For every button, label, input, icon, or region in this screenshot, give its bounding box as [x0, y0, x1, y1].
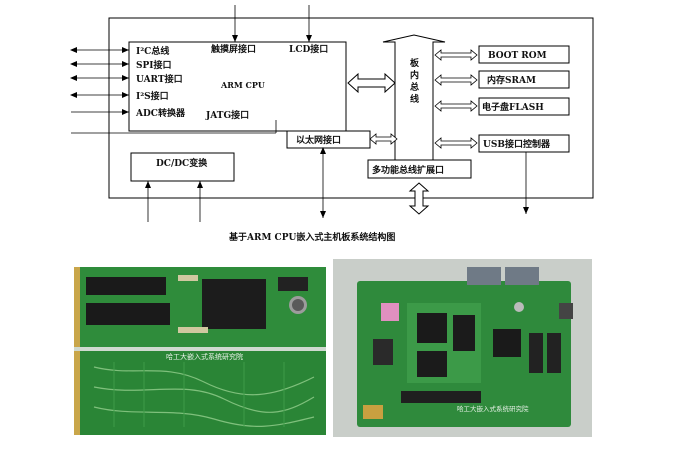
flash-box	[478, 97, 570, 116]
usb-double-arrow	[434, 137, 478, 149]
expansion-double-arrow	[408, 182, 430, 215]
ethernet-bus-arrow	[369, 133, 398, 145]
lcd-label: LCD接口	[289, 43, 328, 55]
dev-board-photo: 哈工大嵌入式系统研究院	[333, 259, 592, 437]
sram-label: 内存SRAM	[487, 74, 536, 86]
ethernet-label: 以太网接口	[296, 134, 341, 146]
bus-char-2: 内	[410, 69, 419, 81]
cpu-bus-double-arrow	[347, 72, 396, 94]
right-board-text: 哈工大嵌入式系统研究院	[457, 404, 529, 413]
port-uart-label: UART接口	[136, 73, 183, 85]
port-spi-label: SPI接口	[136, 59, 171, 71]
usb-label: USB接口控制器	[483, 138, 551, 150]
bus-expansion-box	[367, 159, 472, 179]
left-board-text: 哈工大嵌入式系统研究院	[166, 352, 243, 361]
bus-char-1: 板	[410, 57, 420, 69]
bus-char-4: 线	[410, 93, 419, 105]
port-adc-label: ADC转换器	[135, 107, 186, 119]
usb-box	[478, 134, 570, 153]
sram-box	[478, 70, 570, 89]
dcdc-box	[130, 152, 235, 182]
port-i2s-label: I²S接口	[136, 90, 169, 102]
port-i2c-label: I²C总线	[136, 45, 169, 57]
mainboard-frame	[108, 17, 594, 199]
diagram-caption: 基于ARM CPU嵌入式主机板系统结构图	[228, 231, 395, 243]
sram-double-arrow	[434, 74, 478, 86]
core-board-photo: 哈工大嵌入式系统研究院	[74, 267, 326, 435]
jtag-label: JATG接口	[205, 109, 249, 121]
bus-expansion-label: 多功能总线扩展口	[372, 164, 444, 176]
cpu-label: ARM CPU	[220, 80, 265, 90]
flash-label: 电子盘FLASH	[482, 101, 544, 113]
boot-rom-label: BOOT ROM	[488, 51, 547, 61]
bus-char-3: 总	[410, 81, 419, 93]
board-bus-arrow	[382, 34, 446, 161]
boot-rom-box	[478, 45, 570, 64]
rom-double-arrow	[434, 49, 478, 61]
touch-screen-label: 触摸屏接口	[210, 43, 256, 55]
flash-double-arrow	[434, 100, 478, 112]
dcdc-label: DC/DC变换	[156, 157, 208, 169]
cpu-box	[128, 41, 347, 132]
